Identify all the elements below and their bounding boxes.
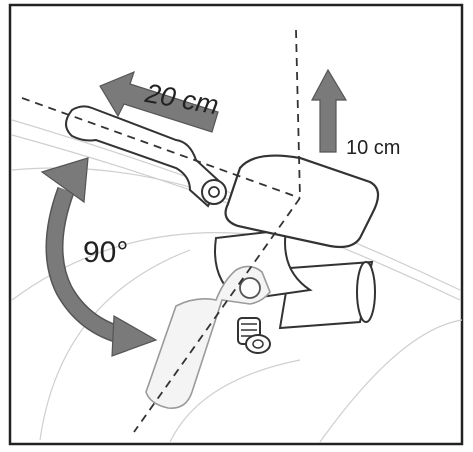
- guide-arc-4: [169, 359, 301, 443]
- figure-frame: [8, 3, 464, 446]
- arm-rotated-position: [145, 265, 271, 409]
- clamp-block: [224, 154, 380, 249]
- guide-arc-3: [11, 232, 261, 301]
- guide-arc-2: [319, 319, 463, 443]
- arm-original-position: [65, 105, 227, 208]
- rotation-angle-label: 90°: [83, 236, 129, 269]
- rotation-arrowhead-bottom: [111, 314, 158, 357]
- dashed-axis-vertical: [295, 29, 301, 199]
- rotation-arrowhead-top: [40, 157, 89, 204]
- curved-double-arrow-icon: [40, 157, 158, 357]
- dashed-axis-rotated: [133, 197, 301, 433]
- adjustment-knob: [237, 317, 271, 354]
- left-arrow-icon: [99, 70, 219, 133]
- dashed-axes: [21, 29, 301, 433]
- pivot-bolt-lower: [239, 277, 261, 299]
- up-arrow-icon: [311, 68, 348, 153]
- vertical-shift-label: 10 cm: [346, 137, 401, 159]
- dashed-axis-horizontal: [21, 97, 301, 199]
